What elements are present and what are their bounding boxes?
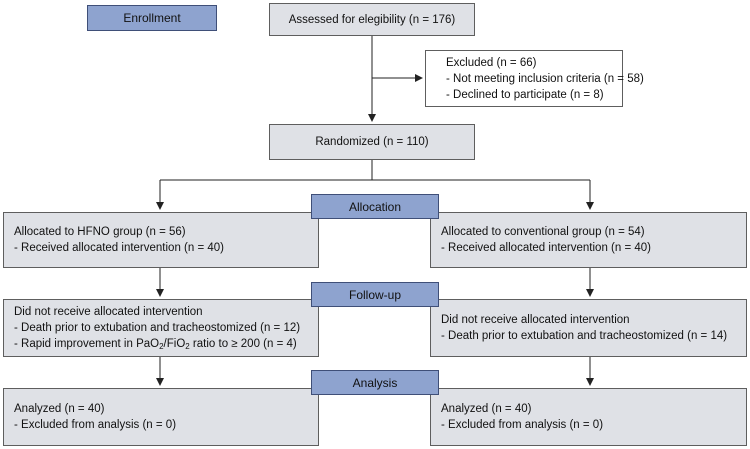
enrollment-label: Enrollment — [87, 5, 217, 31]
conventional-received-text: - Received allocated intervention (n = 4… — [441, 242, 651, 254]
assessed-box: Assessed for elegibility (n = 176) — [269, 3, 475, 36]
conventional-analyzed-text: Analyzed (n = 40) — [441, 403, 532, 415]
conventional-followup-death: - Death prior to extubation and tracheos… — [441, 330, 728, 342]
hfno-followup-title: Did not receive allocated intervention — [14, 306, 203, 318]
hfno-followup-death: - Death prior to extubation and tracheos… — [14, 322, 301, 334]
hfno-allocated-text: Allocated to HFNO group (n = 56) — [14, 226, 186, 238]
excluded-item: - Not meeting inclusion criteria (n = 58… — [446, 72, 644, 85]
excluded-title: Excluded (n = 66) — [446, 56, 537, 69]
hfno-excluded-text: - Excluded from analysis (n = 0) — [14, 419, 177, 431]
excluded-item: - Declined to participate (n = 8) — [446, 88, 604, 101]
conventional-excluded-text: - Excluded from analysis (n = 0) — [441, 419, 604, 431]
analysis-label: Analysis — [311, 370, 439, 395]
followup-label: Follow-up — [311, 282, 439, 307]
hfno-followup-rapid: - Rapid improvement in PaO2/FiO2 ratio t… — [14, 338, 297, 351]
conventional-followup-box: Did not receive allocated intervention -… — [430, 299, 747, 357]
hfno-allocation-box: Allocated to HFNO group (n = 56) - Recei… — [3, 212, 319, 268]
randomized-box: Randomized (n = 110) — [269, 124, 475, 160]
conventional-allocated-text: Allocated to conventional group (n = 54) — [441, 226, 645, 238]
conventional-allocation-box: Allocated to conventional group (n = 54)… — [430, 212, 747, 268]
excluded-box: Excluded (n = 66) - Not meeting inclusio… — [425, 50, 644, 107]
conventional-analysis-box: Analyzed (n = 40) - Excluded from analys… — [430, 388, 747, 446]
conventional-followup-title: Did not receive allocated intervention — [441, 314, 630, 326]
allocation-label: Allocation — [311, 194, 439, 219]
hfno-received-text: - Received allocated intervention (n = 4… — [14, 242, 224, 254]
hfno-analyzed-text: Analyzed (n = 40) — [14, 403, 105, 415]
hfno-analysis-box: Analyzed (n = 40) - Excluded from analys… — [3, 388, 319, 446]
hfno-followup-box: Did not receive allocated intervention -… — [3, 299, 319, 357]
